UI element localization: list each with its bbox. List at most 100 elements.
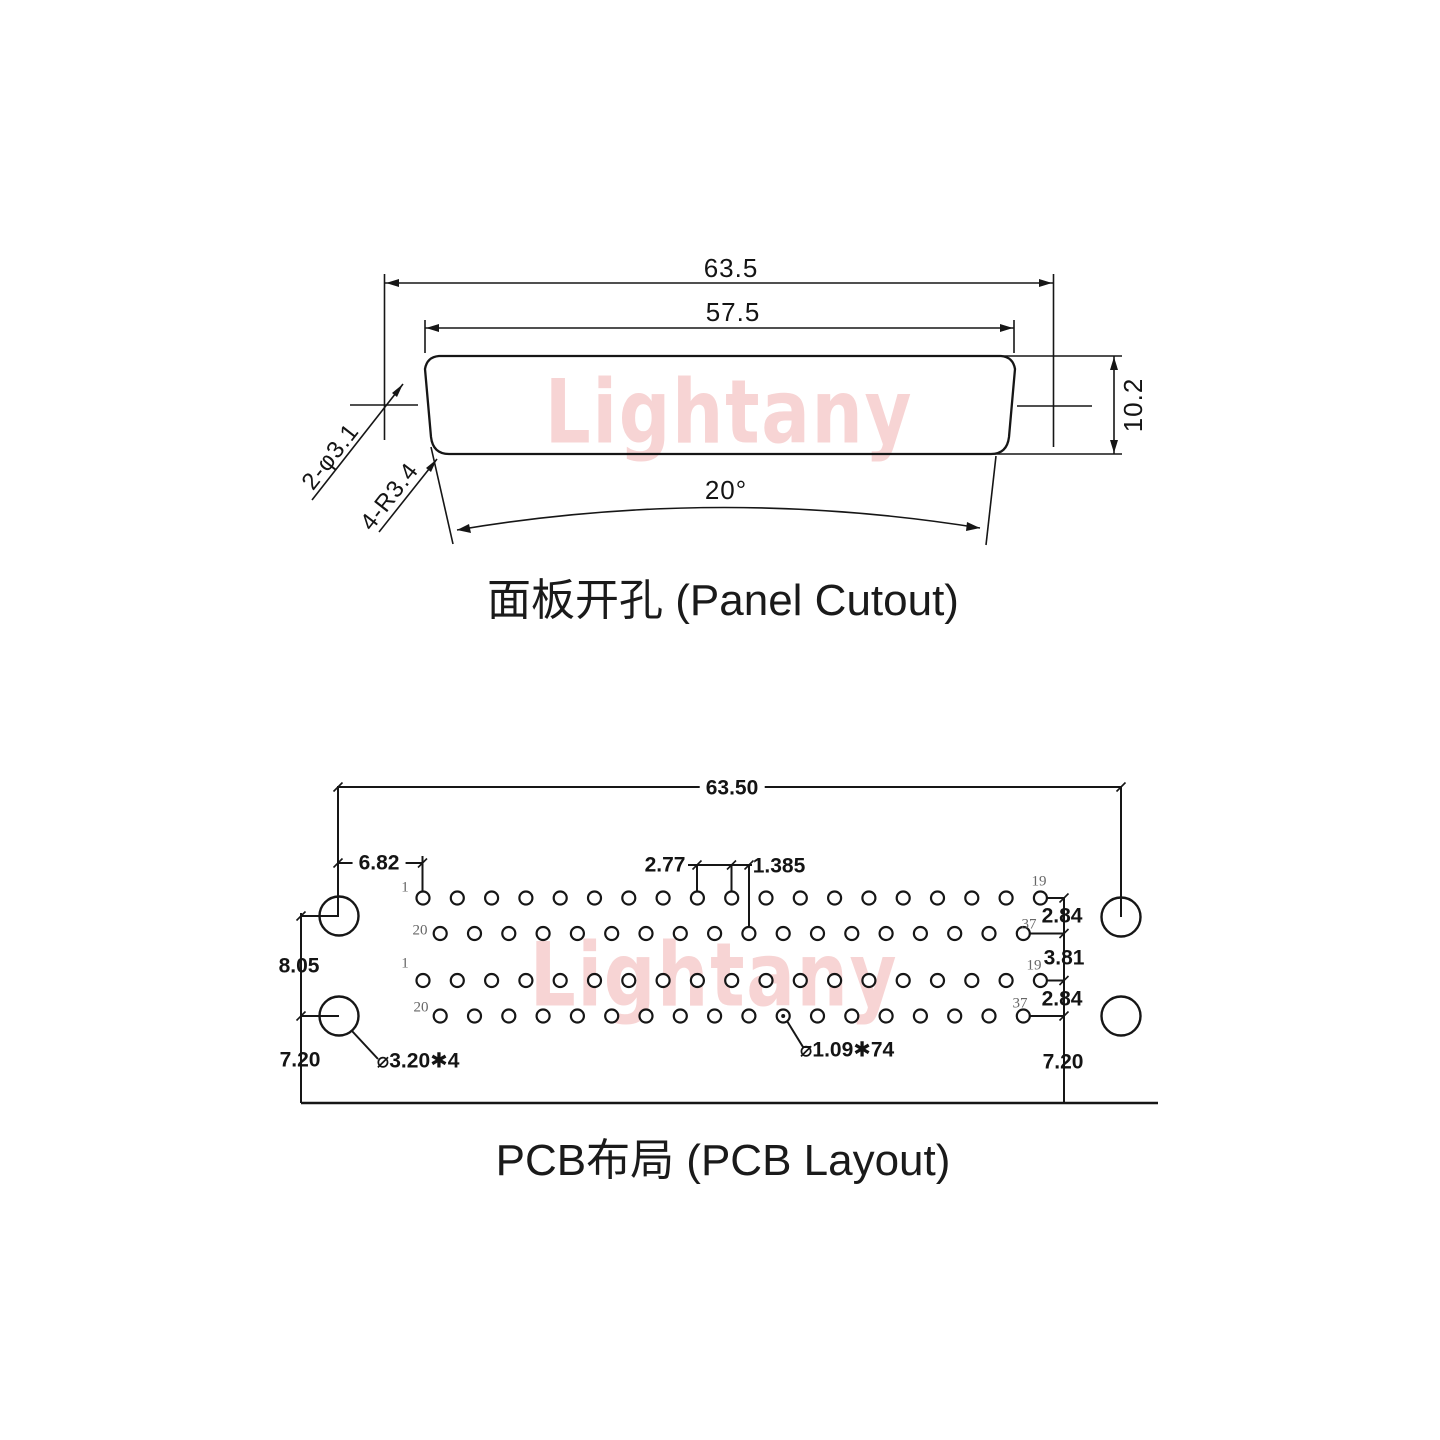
pin-hole <box>844 1008 860 1024</box>
pin-hole <box>432 1008 448 1024</box>
panel-leader-corner-radius <box>378 458 438 533</box>
pcb-mounting-holes <box>318 895 1142 1037</box>
pin-hole <box>741 1008 757 1024</box>
panel-leader-mount-holes <box>311 383 404 501</box>
pcb-dim-right-chain <box>1030 892 1070 1103</box>
pcb-dim-row-gap-top-label: 2.84 <box>1041 904 1083 928</box>
pin-hole <box>672 925 688 942</box>
panel-dim-10-2 <box>991 355 1122 455</box>
panel-cutout-title: 面板开孔 (Panel Cutout) <box>487 576 959 625</box>
pin-hole <box>638 925 654 942</box>
pin-hole <box>741 925 757 942</box>
pin-hole <box>689 890 706 906</box>
pin-hole <box>449 890 465 906</box>
panel-dim-height-label: 10.2 <box>1118 377 1148 433</box>
pin-hole <box>501 925 517 942</box>
pin-hole <box>604 1008 620 1024</box>
pin-hole <box>844 925 860 942</box>
pin-hole <box>466 925 483 942</box>
pcb-mount-hole-bottom-right <box>1100 995 1142 1037</box>
pin-hole <box>758 890 774 906</box>
pcb-layout-drawing <box>295 781 1158 1105</box>
pin-hole <box>535 1008 551 1024</box>
pin-hole <box>1015 925 1031 942</box>
pin-hole <box>947 1008 963 1024</box>
pin-hole <box>895 972 911 989</box>
pin-hole <box>724 890 740 906</box>
pin-hole <box>689 972 706 989</box>
pin-hole <box>964 972 980 989</box>
pin-hole <box>1015 1008 1031 1024</box>
pin-number-row2-first: 20 <box>412 922 428 939</box>
pin-hole <box>569 925 586 942</box>
pin-hole <box>706 925 723 942</box>
pin-hole <box>792 890 808 906</box>
pin-hole <box>415 972 431 989</box>
pin-hole <box>535 925 551 942</box>
pin-hole <box>724 972 740 989</box>
pin-hole <box>998 890 1014 906</box>
pin-number-row3-first: 1 <box>401 955 409 972</box>
pin-hole <box>809 1008 826 1024</box>
pin-hole <box>826 890 843 906</box>
pin-hole <box>878 1008 894 1024</box>
pcb-dim-pin1-offset-label: 6.82 <box>352 852 406 874</box>
pin-hole <box>912 925 929 942</box>
panel-dim-57-5 <box>424 320 1015 353</box>
pin-hole <box>552 890 568 906</box>
pin-hole <box>518 972 534 989</box>
pin-hole <box>964 890 980 906</box>
pin-hole <box>501 1008 517 1024</box>
pcb-dim-left-bottom-label: 7.20 <box>279 1048 321 1072</box>
panel-dim-outer-width-label: 63.5 <box>703 253 759 283</box>
pin-hole <box>929 890 946 906</box>
pin-hole <box>878 925 894 942</box>
pin-hole <box>655 972 671 989</box>
pcb-layout-title: PCB布局 (PCB Layout) <box>495 1136 951 1185</box>
pin-hole <box>569 1008 586 1024</box>
pin-hole <box>981 925 997 942</box>
pin-hole <box>1032 890 1049 906</box>
pcb-dim-row-gap-bot-label: 2.84 <box>1041 987 1083 1011</box>
pin-hole <box>621 972 637 989</box>
panel-dim-63-5 <box>385 279 1053 287</box>
panel-mounting-hole-left <box>350 274 418 440</box>
pin-hole <box>655 890 671 906</box>
pcb-dim-pitch <box>688 859 755 926</box>
pcb-mount-hole-spec-label: ⌀3.20✱4 <box>376 1049 460 1073</box>
pin-number-row1-first: 1 <box>401 879 409 896</box>
pin-hole <box>415 890 431 906</box>
pin-hole <box>432 925 448 942</box>
pin-hole <box>449 972 465 989</box>
pin-hole <box>981 1008 997 1024</box>
pin-hole <box>775 925 791 942</box>
pin-hole <box>706 1008 723 1024</box>
pcb-dim-row-gap-mid-label: 3.81 <box>1043 946 1085 970</box>
pin-hole <box>861 890 877 906</box>
pin-hole <box>552 972 568 989</box>
pin-hole <box>809 925 826 942</box>
pin-hole <box>895 890 911 906</box>
pin-number-row1-last: 19 <box>1031 873 1047 890</box>
pin-hole <box>929 972 946 989</box>
pin-hole <box>484 972 500 989</box>
pin-number-row2-last: 37 <box>1021 916 1037 933</box>
pcb-dim-pitch-label: 2.77 <box>644 853 686 877</box>
watermark-panel: Lightany <box>544 360 914 464</box>
pin-number-row4-last: 37 <box>1012 995 1028 1012</box>
pin-hole <box>518 890 534 906</box>
pcb-dim-stagger-label: 1.385 <box>752 854 806 878</box>
pin-hole <box>861 972 877 989</box>
panel-dim-angle-label: 20° <box>704 475 748 505</box>
panel-cutout-drawing <box>311 274 1122 546</box>
pin-hole <box>621 890 637 906</box>
pin-hole <box>638 1008 654 1024</box>
pcb-dim-right-bottom-label: 7.20 <box>1042 1050 1084 1074</box>
pin-hole <box>586 972 603 989</box>
pin-number-row3-last: 19 <box>1026 957 1042 974</box>
pin-hole <box>484 890 500 906</box>
pin-hole <box>998 972 1014 989</box>
panel-mounting-hole-right <box>1017 274 1092 447</box>
